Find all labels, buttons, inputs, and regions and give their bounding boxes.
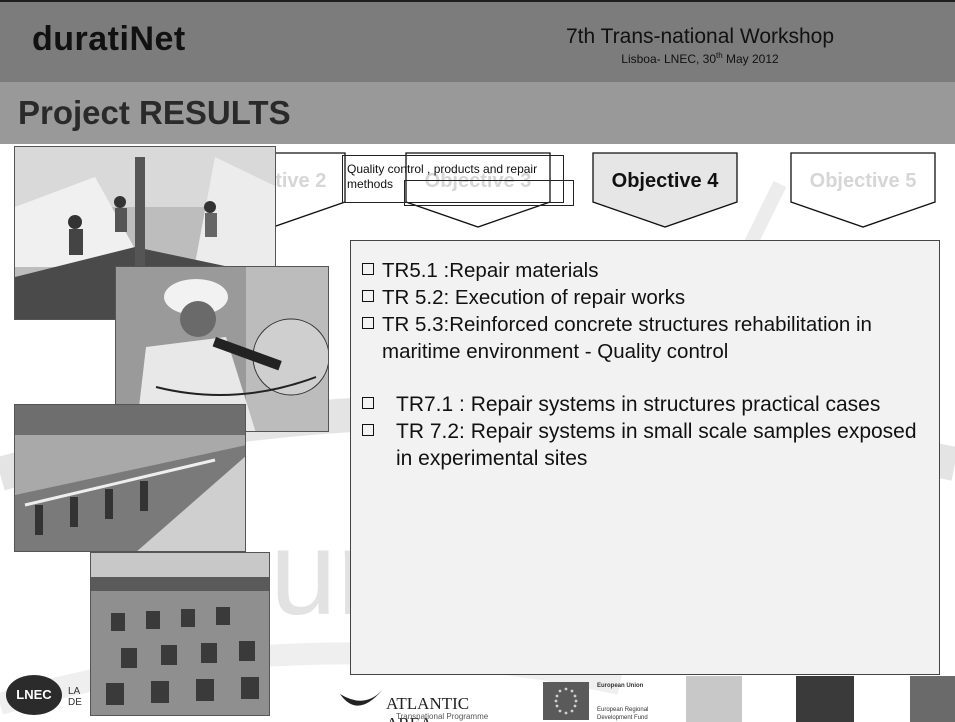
tab-label: Objective 3 [424, 170, 532, 192]
eu-title: European Union [597, 683, 644, 689]
atlantic-title: ATLANTIC AREA [386, 694, 470, 722]
workshop-location-text: Lisboa- LNEC, 30 [621, 52, 716, 66]
date-suffix: th [716, 51, 723, 60]
arrow-shape-icon [790, 152, 936, 228]
eu-flag-icon [543, 682, 589, 720]
checkbox-bullet-icon [362, 424, 374, 436]
tab-objective-3[interactable]: Objective 3 [405, 152, 551, 228]
list-item-text: TR 7.2: Repair systems in small scale sa… [396, 420, 917, 470]
lnec-caption-line: LA [68, 686, 81, 697]
results-list: TR5.1 :Repair materials TR 5.2: Executio… [360, 257, 920, 472]
workshop-date: May 2012 [722, 52, 779, 66]
lnec-caption-line: DE [68, 697, 82, 708]
list-item-text: TR7.1 : Repair systems in structures pra… [396, 393, 881, 416]
results-group-tr5: TR5.1 :Repair materials TR 5.2: Executio… [360, 257, 920, 365]
brand-logo: duratiNet [32, 20, 186, 58]
workshop-title: 7th Trans-national Workshop [565, 25, 835, 48]
checkbox-bullet-icon [362, 263, 374, 275]
list-item: TR5.1 :Repair materials [360, 257, 920, 284]
footer-block [910, 676, 955, 722]
header-bar [0, 0, 955, 82]
lnec-caption: LA DE [68, 686, 82, 708]
photo-marine-structure [14, 404, 246, 552]
quality-note: Quality control , products and repair me… [342, 155, 564, 203]
list-item-text: TR5.1 :Repair materials [382, 259, 599, 282]
tab-label: Objective 4 [611, 170, 719, 192]
workshop-info: 7th Trans-national Workshop Lisboa- LNEC… [540, 26, 860, 67]
footer-block [686, 676, 742, 722]
checkbox-bullet-icon [362, 317, 374, 329]
results-panel [350, 240, 940, 675]
list-item: TR 5.2: Execution of repair works [360, 284, 920, 311]
lnec-logo: LNEC [6, 675, 62, 715]
tab-objective-4[interactable]: Objective 4 [592, 152, 738, 228]
list-item-text: TR 5.3:Reinforced concrete structures re… [382, 313, 872, 363]
tab-objective-5[interactable]: Objective 5 [790, 152, 936, 228]
atlantic-area-logo: ATLANTIC AREA Transnational Programme [338, 686, 512, 722]
workshop-location: Lisboa- LNEC, 30th May 2012 [540, 48, 860, 67]
arrow-shape-icon [592, 152, 738, 228]
footer-block [796, 676, 854, 722]
list-item: TR 5.3:Reinforced concrete structures re… [360, 311, 920, 365]
page-title: Project RESULTS [18, 94, 291, 131]
eu-caption: European Union European Regional Develop… [597, 682, 677, 722]
list-item: TR7.1 : Repair systems in structures pra… [360, 391, 920, 418]
atlantic-subtitle: Transnational Programme [396, 712, 489, 721]
list-item: TR 7.2: Repair systems in small scale sa… [360, 418, 920, 472]
checkbox-bullet-icon [362, 290, 374, 302]
eu-subtitle: European Regional Development Fund [597, 707, 649, 721]
title-bar [0, 82, 955, 144]
arrow-shape-icon [405, 152, 551, 228]
results-group-tr7: TR7.1 : Repair systems in structures pra… [360, 391, 920, 472]
tab-label: Objective 5 [809, 170, 917, 192]
callout-frame [404, 180, 574, 206]
swoosh-icon [340, 688, 384, 706]
list-item-text: TR 5.2: Execution of repair works [382, 286, 686, 309]
photo-test-samples [90, 552, 270, 716]
checkbox-bullet-icon [362, 397, 374, 409]
